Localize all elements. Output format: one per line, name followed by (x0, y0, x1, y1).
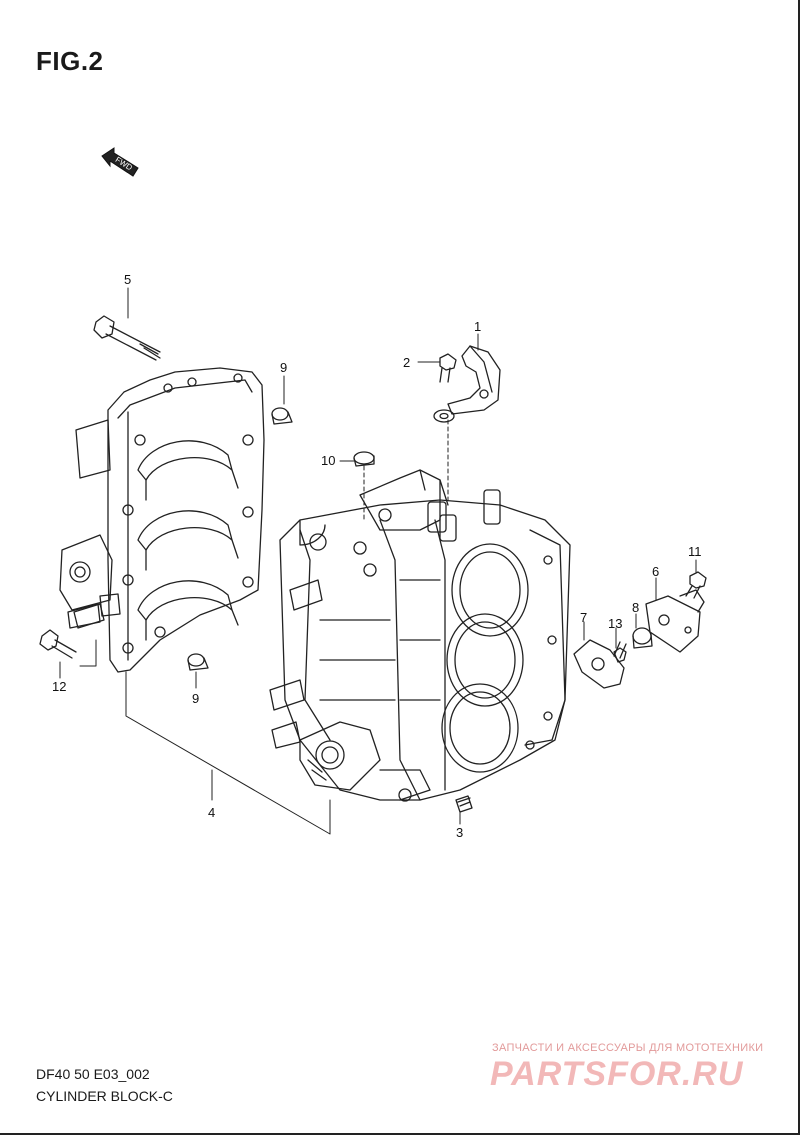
callout-1: 1 (474, 319, 482, 334)
callout-9-lower: 9 (192, 691, 200, 706)
callout-9-upper: 9 (280, 360, 288, 375)
bracket-bolt (439, 353, 457, 383)
watermark-tagline: ЗАПЧАСТИ И АКСЕССУАРЫ ДЛЯ МОТОТЕХНИКИ (492, 1042, 764, 1054)
leader-lines (59, 287, 697, 835)
small-bolt (685, 571, 707, 599)
model-code: DF40 50 E03_002 (36, 1066, 150, 1082)
dowel-pin-upper (271, 407, 293, 425)
callout-2: 2 (403, 355, 411, 370)
section-name: CYLINDER BLOCK-C (36, 1088, 173, 1104)
cover-plate (645, 589, 705, 653)
callout-6: 6 (652, 564, 660, 579)
fwd-arrow-icon: FWD (101, 147, 139, 177)
callout-5: 5 (124, 272, 132, 287)
dowel-pin-lower (187, 653, 209, 671)
cover-bolt (613, 641, 627, 663)
figure-title: FIG.2 (36, 46, 104, 76)
cylinder-block (269, 469, 571, 802)
callout-3: 3 (456, 825, 464, 840)
callout-4: 4 (208, 805, 216, 820)
stud-bolt (455, 795, 473, 813)
callout-13: 13 (608, 616, 623, 631)
lift-bracket (447, 345, 501, 415)
callout-8: 8 (632, 600, 640, 615)
gasket (573, 639, 625, 689)
callout-7: 7 (580, 610, 588, 625)
callout-12: 12 (52, 679, 67, 694)
callout-10: 10 (321, 453, 336, 468)
callout-11: 11 (688, 544, 702, 559)
plug (353, 451, 375, 467)
oil-seal (632, 627, 653, 649)
watermark-logo: PARTSFOR.RU (490, 1055, 744, 1093)
short-bolt (39, 629, 77, 659)
bracket-washer (433, 409, 455, 423)
long-bolt (93, 315, 161, 361)
crankcase-half (59, 367, 265, 673)
